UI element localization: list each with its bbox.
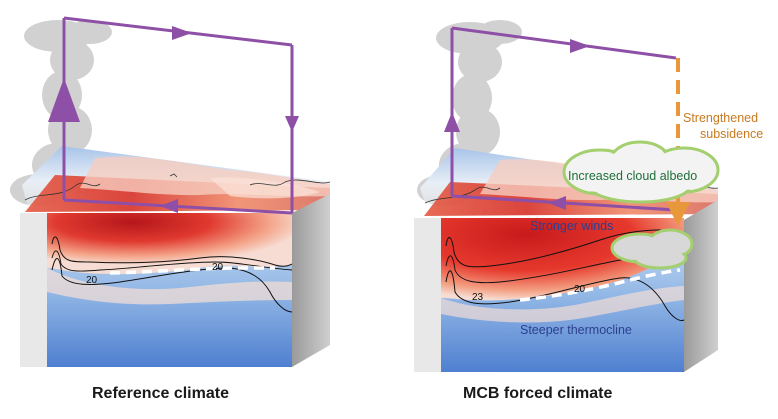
right-panel: 23 20	[414, 20, 763, 402]
box-side-face	[292, 194, 330, 367]
low-cloud-near-surface	[610, 228, 694, 270]
annotation-winds: Stronger winds	[530, 219, 613, 233]
contour-label-left-1: 20	[86, 275, 98, 286]
rising-air-arrow-icon	[48, 78, 80, 122]
contour-label-right-2: 20	[574, 284, 586, 295]
panel-caption-left: Reference climate	[92, 385, 229, 402]
ocean-cross-section: 20 20	[20, 213, 293, 367]
upper-flow-arrow-icon	[172, 26, 192, 40]
cloud-albedo-cloud	[562, 140, 720, 204]
thermocline-dashed-line-right	[519, 268, 681, 302]
thermocline-dashed-line	[109, 266, 275, 275]
panel-caption-right: MCB forced climate	[463, 385, 612, 402]
upper-flow-arrow-icon-right	[570, 39, 590, 53]
annotation-subsidence-line2: subsidence	[700, 127, 763, 141]
annotation-thermocline: Steeper thermocline	[520, 323, 632, 337]
rising-air-arrow-icon-right	[444, 112, 460, 132]
left-panel: 20 20 Reference climate	[10, 16, 331, 402]
contour-label-left-2: 20	[212, 262, 224, 273]
descending-arrow-icon	[285, 116, 299, 132]
contour-label-right-1: 23	[472, 292, 484, 303]
surface-winds-arrow-icon-right	[548, 196, 566, 210]
subsidence-arrow	[666, 58, 690, 226]
surface-winds-arrow-icon	[160, 199, 178, 213]
annotation-subsidence-line1: Strengthened	[683, 111, 758, 125]
subsidence-arrowhead-icon	[666, 202, 690, 226]
box-side-face-right	[684, 200, 718, 372]
annotation-cloud-albedo: Increased cloud albedo	[568, 169, 697, 183]
